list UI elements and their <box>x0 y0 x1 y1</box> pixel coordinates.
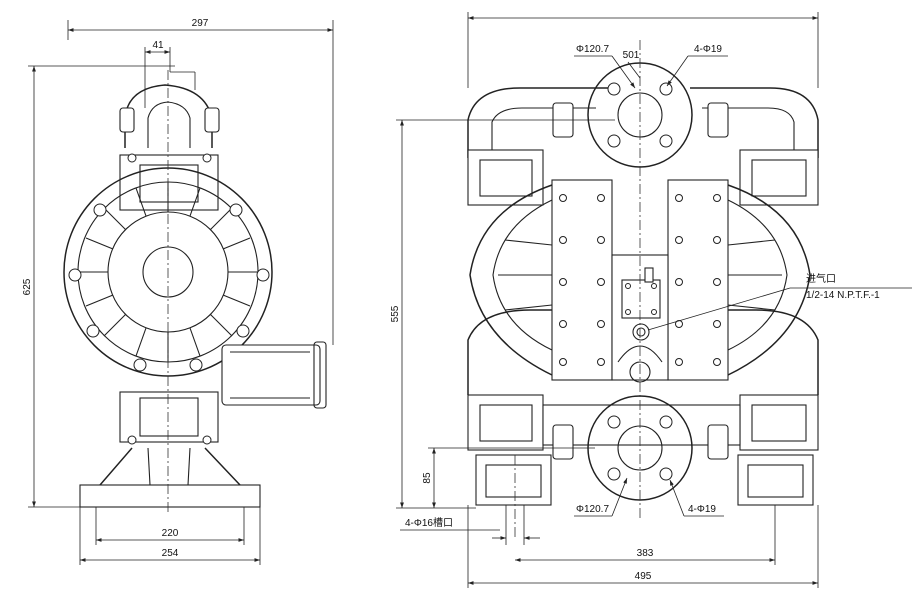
front-dim-top-flange-dia: Φ120.7 <box>576 44 609 55</box>
front-dim-top-bolts: 4-Φ19 <box>694 44 722 55</box>
side-view: 297 41 625 220 254 <box>22 18 334 565</box>
front-dim-bottom-bolts: 4-Φ19 <box>688 504 716 515</box>
air-inlet-title: 进气口 <box>806 272 836 285</box>
front-dim-overall-width: 495 <box>635 571 652 582</box>
front-dim-slot-holes: 4-Φ16槽口 <box>405 516 453 529</box>
side-dim-inlet-offset: 41 <box>152 40 164 51</box>
front-dim-base-hole-spacing: 383 <box>637 548 654 559</box>
front-dim-inlet-height: 555 <box>390 305 401 322</box>
side-air-valve <box>221 344 321 406</box>
front-top-manifold <box>467 87 819 158</box>
front-air-inlet-port <box>632 323 650 341</box>
front-view: Φ120.7 501 4-Φ19 555 85 Φ120.7 4-Φ19 4-Φ… <box>390 12 912 588</box>
front-dim-bottom-flange-dia: Φ120.7 <box>576 504 609 515</box>
side-dim-overall-width: 297 <box>192 18 209 29</box>
air-inlet-thread: 1/2-14 N.P.T.F.-1 <box>806 290 880 301</box>
front-dim-bottom-height: 85 <box>422 472 433 484</box>
side-dim-base-width: 254 <box>162 548 179 559</box>
front-dim-top-center: 501 <box>623 50 640 61</box>
side-lower-manifold <box>119 391 219 443</box>
side-dim-base-hole-spacing: 220 <box>162 528 179 539</box>
side-base <box>79 484 261 508</box>
side-outlet-pipe <box>124 84 213 148</box>
side-dim-overall-height: 625 <box>22 278 33 295</box>
